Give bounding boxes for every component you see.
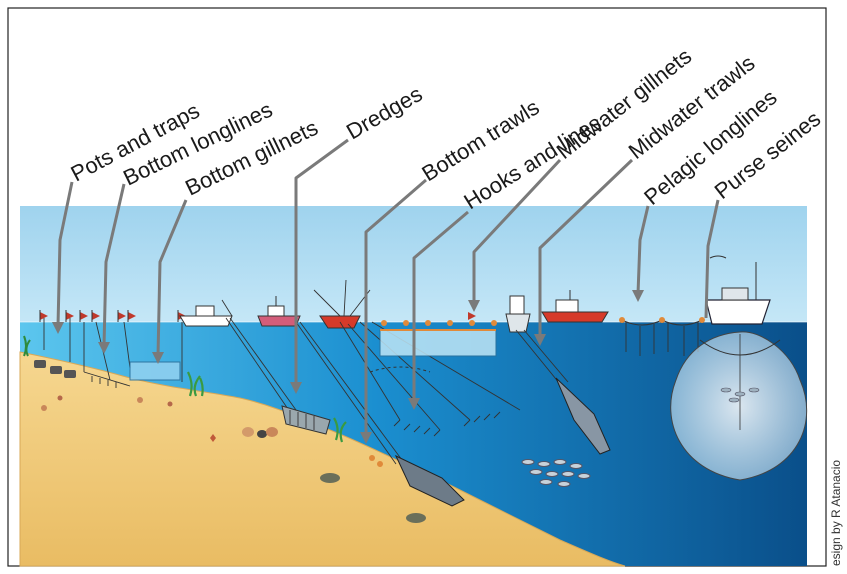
pointer-midwater-trawls <box>538 158 634 338</box>
pointer-pelagic-longlines <box>636 205 650 295</box>
bottom-longlines-gear <box>79 310 131 388</box>
bottom-trawls-gear <box>257 296 465 507</box>
gear-labels: Pots and traps Bottom longlines Bottom g… <box>67 43 826 214</box>
midwater-gillnets-gear <box>379 312 497 357</box>
seafloor-life <box>23 335 347 443</box>
bottom-gillnets-gear <box>117 310 186 382</box>
dredge-boat <box>179 315 233 327</box>
pointer-purse-seines <box>704 199 720 319</box>
purse-seine-boat <box>705 299 771 325</box>
pointer-pots-and-traps <box>56 181 74 327</box>
midwater-trawl-boat <box>505 313 531 333</box>
midwater-trawls-gear <box>505 295 611 455</box>
pots-and-traps-gear <box>34 310 76 378</box>
purse-seines-gear <box>670 255 808 481</box>
pointer-midwater-gillnets <box>472 158 562 304</box>
hooks-and-lines-gear <box>313 279 521 437</box>
pointer-lines <box>52 138 720 444</box>
flatfish <box>320 473 426 523</box>
pointer-bottom-longlines <box>102 183 126 347</box>
fish-school <box>521 459 591 487</box>
label-dredges: Dredges <box>342 81 427 144</box>
bottom-trawl-boat <box>257 315 301 327</box>
pointer-bottom-gillnets <box>156 199 188 357</box>
red-trawler-boat <box>541 290 609 323</box>
pointer-bottom-trawls <box>364 178 427 436</box>
pelagic-longlines-gear <box>619 317 705 356</box>
pointer-dredges <box>294 138 349 386</box>
design-credit: esign by R Atanacio <box>829 460 843 566</box>
pointer-hooks-and-lines <box>412 210 469 402</box>
dredges-gear <box>179 299 331 435</box>
